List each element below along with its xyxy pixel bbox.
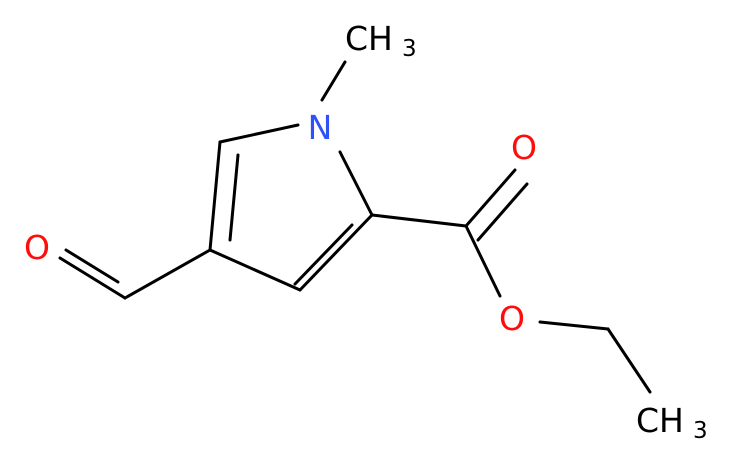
atom-labels: N O O O CH 3 CH 3: [24, 19, 708, 444]
bond-n1-methyl: [320, 60, 347, 102]
bond-c2-c3-inner: [293, 223, 354, 286]
bond-c2-cester: [370, 213, 468, 228]
bond-cho-o-double: [64, 248, 120, 284]
bond-cester-o-ester: [464, 224, 502, 298]
bond-ch2-ch3: [606, 327, 652, 394]
methyl-n-subscript: 3: [402, 36, 417, 62]
bond-c5-n1: [218, 123, 300, 144]
atom-n1: N: [308, 108, 333, 147]
bond-c2-c3: [298, 213, 374, 292]
bond-c3-c4: [208, 248, 302, 292]
bond-c4-c5-inner: [228, 153, 240, 242]
methyl-ethyl-subscript: 3: [693, 418, 708, 444]
atom-methyl-ethyl: CH 3: [636, 401, 708, 444]
bond-n1-c2: [338, 150, 374, 217]
atom-oxygen-ester: O: [499, 299, 525, 338]
bond-c4-cho: [123, 248, 212, 300]
bonds: [58, 60, 652, 394]
atom-oxygen-carbonyl: O: [511, 128, 537, 167]
methyl-n-symbol: CH: [345, 19, 393, 58]
methyl-ethyl-symbol: CH: [636, 401, 684, 440]
bond-c4-c5: [208, 140, 222, 252]
atom-oxygen-aldehyde: O: [24, 228, 50, 267]
bond-cho-o: [58, 256, 127, 300]
bond-cester-o-carbonyl-double: [476, 182, 529, 242]
bond-o-ester-ch2: [538, 320, 610, 331]
bond-cester-o-carbonyl: [464, 168, 517, 228]
atom-methyl-n: CH 3: [345, 19, 417, 62]
